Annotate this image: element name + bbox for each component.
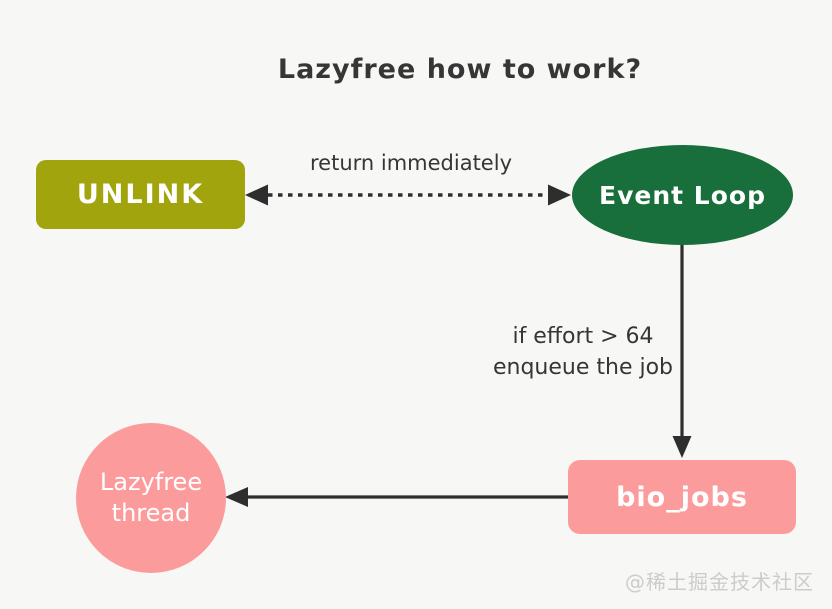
node-lazyfree-thread: Lazyfree thread [76, 423, 226, 573]
diagram-title: Lazyfree how to work? [277, 54, 643, 85]
node-lazyfree-thread-line1: Lazyfree [99, 468, 203, 496]
edge-biojobs-lazyfree [225, 487, 568, 507]
watermark: @稀土掘金技术社区 [625, 570, 814, 594]
node-lazyfree-thread-line2: thread [111, 499, 191, 527]
node-event-loop: Event Loop [572, 145, 793, 245]
edge-label-enqueue-line2: enqueue the job [492, 355, 674, 380]
edge-unlink-eventloop [245, 184, 571, 206]
edge-label-enqueue-line1: if effort > 64 [512, 324, 654, 349]
edge-label-return-immediately: return immediately [309, 151, 513, 175]
edge-label-enqueue-job: if effort > 64 enqueue the job [493, 321, 673, 383]
edge-eventloop-biojobs [672, 244, 692, 458]
node-bio-jobs: bio_jobs [568, 460, 796, 534]
node-unlink: UNLINK [36, 160, 245, 229]
